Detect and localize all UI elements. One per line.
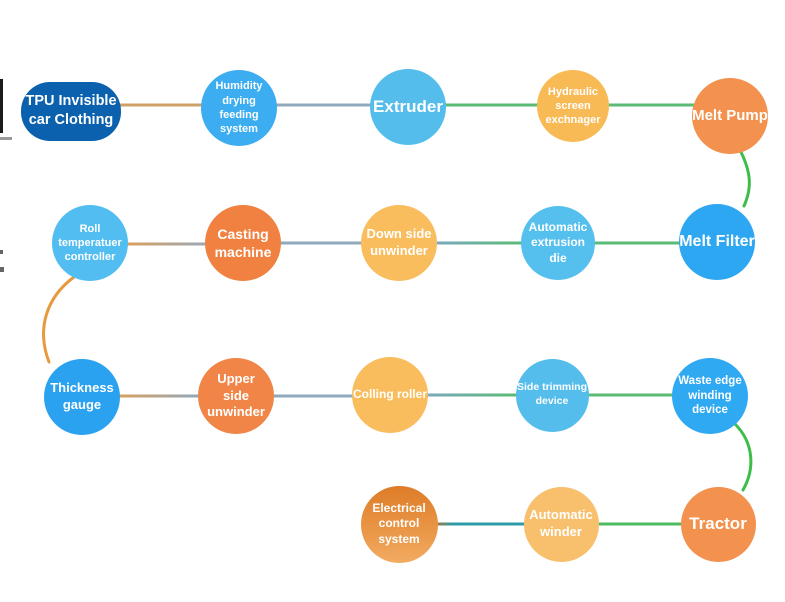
node-hydraulic-screen-exchnager[interactable]: Hydraulic screen exchnager — [537, 70, 609, 142]
node-roll-temperatuer-controller[interactable]: Roll temperatuer controller — [52, 205, 128, 281]
node-down-side-unwinder[interactable]: Down side unwinder — [361, 205, 437, 281]
node-automatic-extrusion-die[interactable]: Automatic extrusion die — [521, 206, 595, 280]
node-label: Automatic extrusion die — [528, 219, 588, 265]
node-label: Extruder — [373, 96, 443, 116]
node-label: Electrical control system — [372, 500, 426, 546]
node-label: Casting machine — [214, 225, 272, 260]
left-edge-dash — [0, 137, 12, 140]
node-waste-edge-winding-device[interactable]: Waste edge winding device — [672, 358, 748, 434]
connector-roll-temperatuer-controller-to-thickness-gauge — [42, 275, 76, 364]
node-label: Down side unwinder — [366, 226, 432, 258]
left-edge-mark-1 — [0, 250, 3, 254]
node-extruder[interactable]: Extruder — [370, 69, 446, 145]
node-upper-side-unwinder[interactable]: Upper side unwinder — [198, 358, 274, 434]
node-label: Side trimming device — [516, 381, 587, 407]
node-label: TPU Invisible car Clothing — [25, 93, 117, 128]
node-automatic-winder[interactable]: Automatic winder — [523, 486, 599, 562]
node-label: Upper side unwinder — [207, 370, 265, 420]
node-melt-pump[interactable]: Melt Pump — [692, 78, 768, 154]
node-casting-machine[interactable]: Casting machine — [205, 205, 281, 281]
node-thickness-gauge[interactable]: Thickness gauge — [44, 359, 120, 435]
node-side-trimming-device[interactable]: Side trimming device — [515, 358, 589, 432]
node-label: Roll temperatuer controller — [58, 222, 122, 264]
node-humidity-drying-feeding-system[interactable]: Humidity drying feeding system — [201, 70, 277, 146]
left-edge-mark-2 — [0, 267, 4, 272]
node-electrical-control-system[interactable]: Electrical control system — [360, 485, 438, 563]
node-label: Melt Pump — [692, 107, 768, 125]
connector-waste-edge-winding-device-to-tractor — [733, 422, 753, 492]
connector-melt-pump-to-melt-filter — [738, 148, 751, 208]
node-label: Humidity drying feeding system — [215, 80, 263, 136]
node-label: Thickness gauge — [50, 380, 114, 412]
node-label: Tractor — [689, 513, 747, 533]
left-edge-bar — [0, 79, 3, 133]
node-label: Waste edge winding device — [678, 374, 742, 417]
node-label: Automatic winder — [529, 507, 593, 539]
node-label: Melt Filter — [679, 232, 755, 250]
node-tractor[interactable]: Tractor — [680, 486, 756, 562]
node-melt-filter[interactable]: Melt Filter — [679, 204, 755, 280]
node-label: Colling roller — [352, 387, 427, 402]
node-label: Hydraulic screen exchnager — [545, 85, 601, 127]
node-tpu-invisible-car-clothing[interactable]: TPU Invisible car Clothing — [21, 81, 121, 141]
node-colling-roller[interactable]: Colling roller — [352, 357, 428, 433]
